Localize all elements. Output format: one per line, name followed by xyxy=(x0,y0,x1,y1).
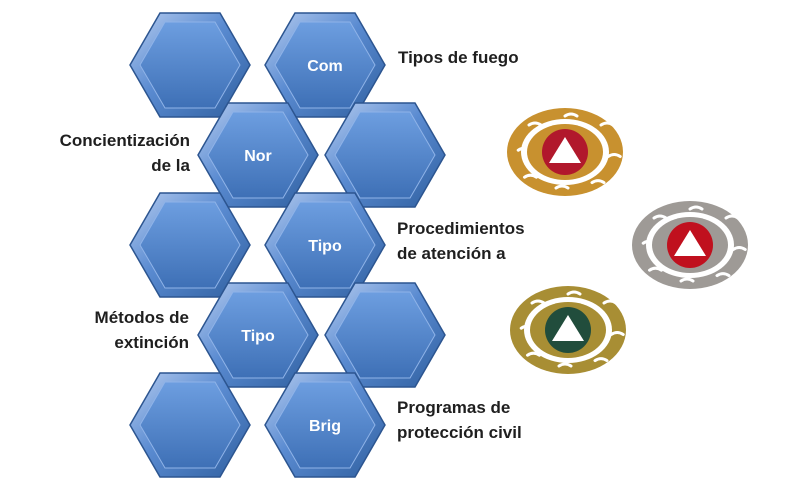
civil-protection-emblem-gray xyxy=(632,201,748,289)
emblem-scroll-mark xyxy=(593,357,609,363)
emblem-scroll-mark xyxy=(554,184,570,190)
hexagon-inner xyxy=(139,201,241,289)
emblem-triangle-icon xyxy=(552,315,584,341)
hexagon-8 xyxy=(324,282,446,388)
hexagon-3: Nor xyxy=(197,102,319,208)
label-line: Concientización xyxy=(59,131,190,150)
hexagon-inner xyxy=(334,291,436,379)
hexagon-inner xyxy=(139,21,241,109)
label-line: de atención a xyxy=(397,244,506,263)
label-procedimientos: Procedimientos de atención a xyxy=(397,216,525,266)
hexagon-10: Brig xyxy=(264,372,386,478)
civil-protection-emblem-olive xyxy=(510,286,626,374)
emblem-scroll-mark xyxy=(652,214,668,220)
emblem-scroll-mark xyxy=(602,299,618,305)
label-tipos-de-fuego: Tipos de fuego xyxy=(398,45,519,70)
label-line: Procedimientos xyxy=(397,219,525,238)
emblem-scroll-mark xyxy=(566,290,582,296)
hexagon-2: Com xyxy=(264,12,386,118)
label-line: extinción xyxy=(114,333,189,352)
hexagon-label: Nor xyxy=(244,148,272,165)
hexagon-6: Tipo xyxy=(264,192,386,298)
emblem-triangle-icon xyxy=(674,230,706,256)
label-line: Métodos de xyxy=(94,308,189,327)
label-line: Tipos de fuego xyxy=(398,48,519,67)
emblem-triangle-icon xyxy=(549,137,581,163)
hexagon-label: Tipo xyxy=(241,328,275,345)
emblem-scroll-mark xyxy=(590,179,606,185)
civil-protection-emblem-gold xyxy=(507,108,623,196)
emblem-scroll-mark xyxy=(563,112,579,118)
hexagon-9 xyxy=(129,372,251,478)
label-concientizacion: Concientización de la xyxy=(60,128,190,178)
label-programas-proteccion-civil: Programas de protección civil xyxy=(397,395,522,445)
hexagon-inner xyxy=(274,381,376,469)
emblem-scroll-mark xyxy=(557,362,573,368)
hexagon-inner xyxy=(334,111,436,199)
emblem-scroll-mark xyxy=(648,266,663,272)
hexagon-inner xyxy=(207,291,309,379)
emblem-scroll-mark xyxy=(731,246,747,251)
hexagon-inner xyxy=(274,201,376,289)
hexagon-inner xyxy=(139,381,241,469)
label-metodos-de-extincion: Métodos de extinción xyxy=(95,305,189,355)
emblem-scroll-mark xyxy=(609,331,625,336)
label-line: de la xyxy=(151,156,190,175)
hexagon-label: Brig xyxy=(309,418,341,435)
emblem-scroll-mark xyxy=(688,205,704,211)
label-line: protección civil xyxy=(397,423,522,442)
emblem-scroll-mark xyxy=(527,121,543,127)
hexagon-inner xyxy=(207,111,309,199)
emblem-scroll-mark xyxy=(724,214,740,220)
hexagon-label: Tipo xyxy=(308,238,342,255)
label-line: Programas de xyxy=(397,398,511,417)
emblem-scroll-mark xyxy=(715,272,731,278)
emblem-scroll-mark xyxy=(679,277,695,283)
emblem-scroll-mark xyxy=(523,173,538,179)
hexagon-inner xyxy=(274,21,376,109)
hexagon-1 xyxy=(129,12,251,118)
emblem-scroll-mark xyxy=(526,351,541,357)
hexagon-label: Com xyxy=(307,58,343,75)
emblem-scroll-mark xyxy=(606,153,622,158)
emblem-scroll-mark xyxy=(530,299,546,305)
hexagon-7: Tipo xyxy=(197,282,319,388)
hexagon-5 xyxy=(129,192,251,298)
emblem-scroll-mark xyxy=(599,121,615,127)
